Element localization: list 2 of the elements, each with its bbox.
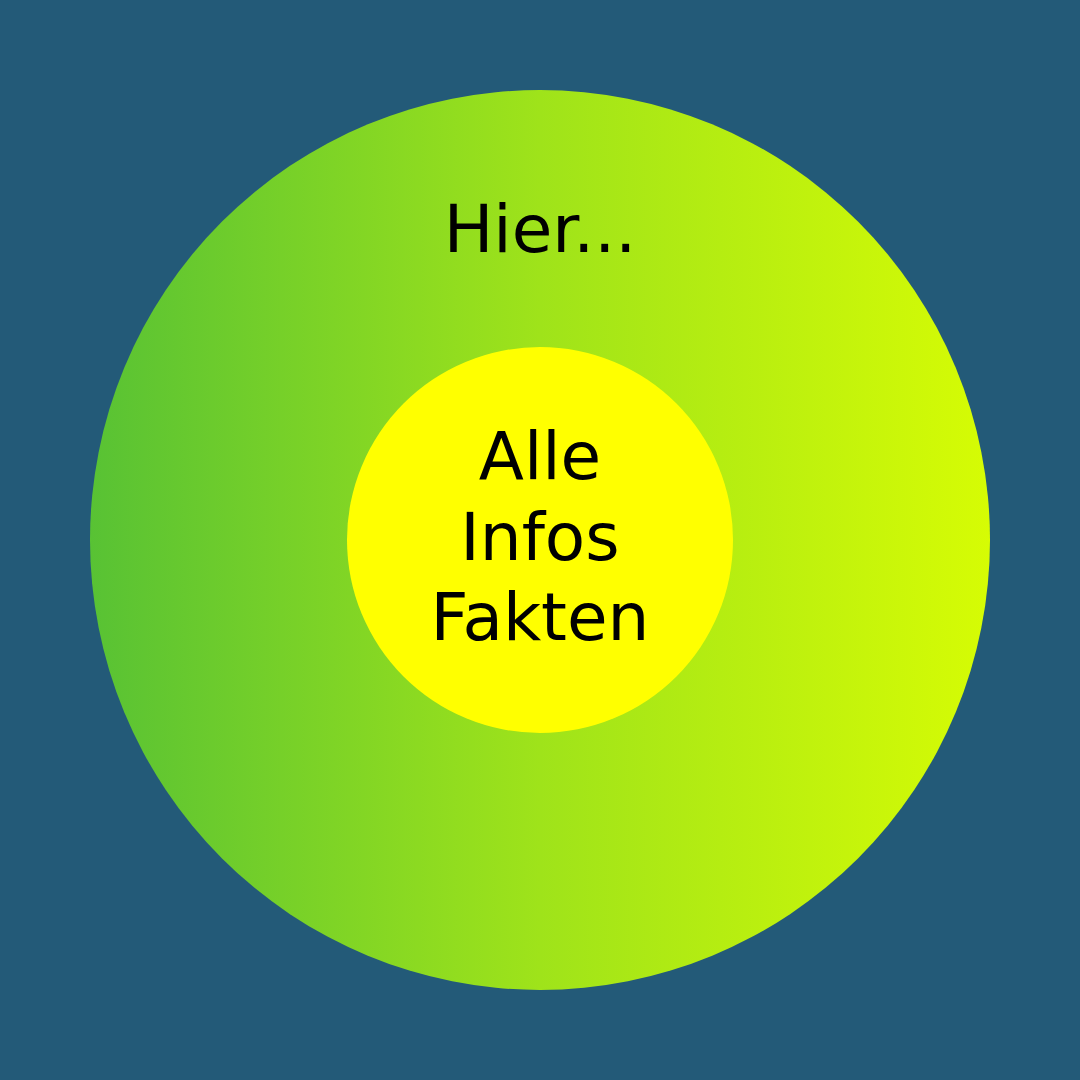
circle-text: Alle Infos Fakten [429,417,651,659]
circle-heading: Hier... [442,190,638,270]
